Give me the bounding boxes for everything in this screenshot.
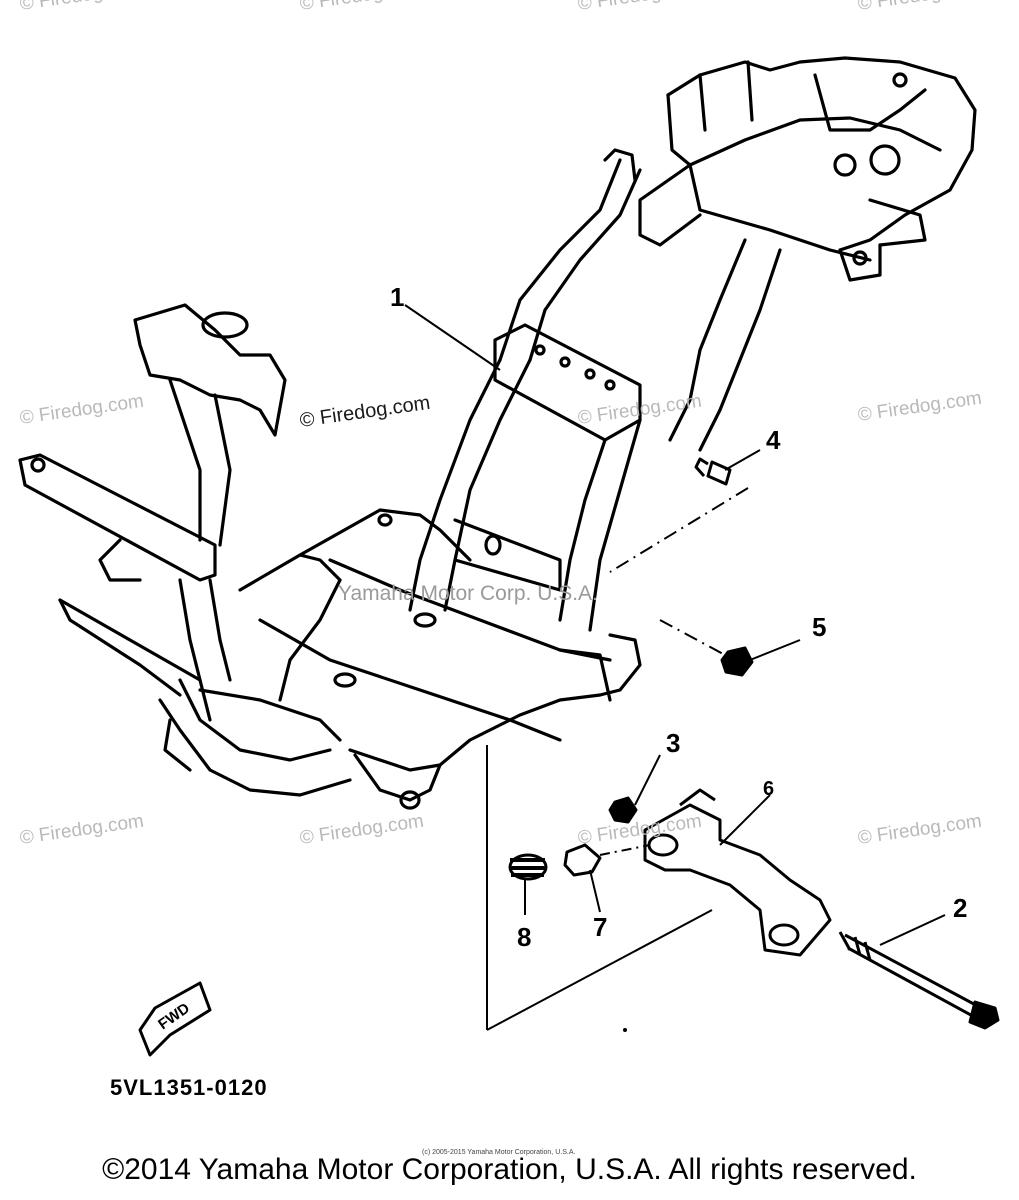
diagram-code: 5VL1351-0120	[110, 1075, 268, 1100]
callout-part-2: 2	[953, 893, 968, 923]
center-watermark: Yamaha Motor Corp. U.S.A.	[338, 582, 598, 605]
footer-copyright: ©2014 Yamaha Motor Corporation, U.S.A. A…	[102, 1153, 917, 1186]
callout-part-7: 7	[593, 912, 608, 942]
callout-part-4: 4	[766, 425, 781, 455]
callout-part-6: 6	[763, 778, 775, 800]
tiny-copyright: (c) 2005-2015 Yamaha Motor Corporation, …	[422, 1149, 576, 1156]
callout-part-1: 1	[390, 282, 405, 312]
callout-part-8: 8	[517, 922, 532, 952]
callout-part-3: 3	[666, 728, 681, 758]
callout-part-5: 5	[812, 612, 827, 642]
